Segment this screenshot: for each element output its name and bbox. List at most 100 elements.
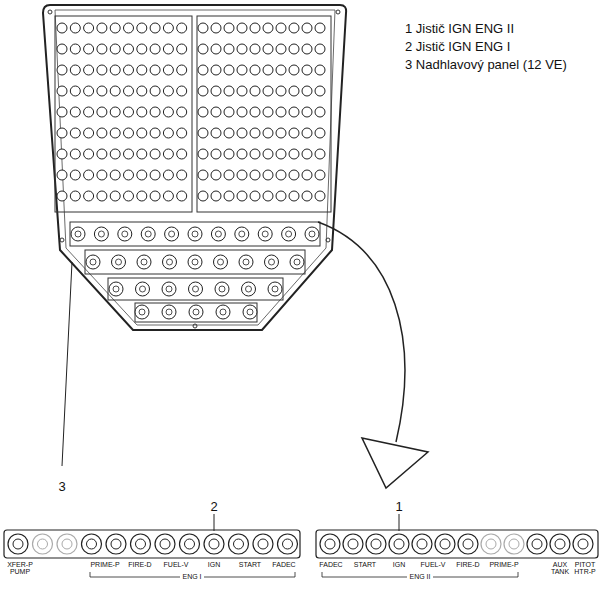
breaker-label: START [354, 561, 376, 568]
breaker-symbol [289, 23, 299, 33]
switch-knob [113, 286, 119, 292]
breaker-symbol [509, 539, 519, 549]
switch-knob [286, 231, 292, 237]
leader-line [62, 262, 72, 466]
switch-knob [211, 227, 225, 241]
breaker-symbol [258, 539, 268, 549]
breaker-symbol [211, 44, 221, 54]
switch-knob [71, 227, 85, 241]
breaker-symbol [237, 191, 247, 201]
breaker-symbol [237, 128, 247, 138]
breaker-symbol [124, 65, 134, 75]
breaker-symbol [110, 65, 120, 75]
switch-knob [246, 286, 252, 292]
breaker-symbol [198, 86, 208, 96]
breaker-symbol [320, 534, 340, 554]
breaker-symbol [302, 65, 312, 75]
breaker-symbol [315, 86, 325, 96]
breaker-symbol [97, 86, 107, 96]
switch-knob [140, 286, 146, 292]
breaker-symbol [211, 23, 221, 33]
switch-block [108, 278, 283, 300]
breaker-symbol [481, 534, 501, 554]
breaker-symbol [137, 191, 147, 201]
breaker-symbol [348, 539, 358, 549]
breaker-symbol [84, 149, 94, 159]
leader-line [214, 514, 215, 531]
breaker-label: ENG II [407, 573, 432, 580]
breaker-symbol [315, 128, 325, 138]
switch-knob [282, 227, 296, 241]
callout-number: 3 [58, 480, 65, 494]
breaker-symbol [211, 128, 221, 138]
breaker-symbol [198, 170, 208, 180]
breaker-symbol [70, 65, 80, 75]
switch-knob [163, 255, 177, 269]
breaker-symbol [177, 149, 187, 159]
breaker-symbol [276, 191, 286, 201]
breaker-symbol [177, 128, 187, 138]
breaker-symbol [84, 65, 94, 75]
switch-knob [265, 255, 279, 269]
switch-knob [162, 282, 176, 296]
breaker-symbol [57, 86, 67, 96]
breaker-symbol [389, 534, 409, 554]
breaker-symbol [289, 128, 299, 138]
screw [336, 10, 340, 14]
breaker-symbol [198, 191, 208, 201]
switch-knob [215, 282, 229, 296]
breaker-label: FIRE-D [128, 561, 151, 568]
switch-knob [243, 305, 257, 319]
breaker-symbol [458, 534, 478, 554]
breaker-symbol [150, 191, 160, 201]
breaker-label: FADEC [272, 561, 295, 568]
breaker-symbol [250, 149, 260, 159]
breaker-symbol [97, 149, 107, 159]
breaker-strip [4, 530, 300, 558]
breaker-symbol [97, 65, 107, 75]
switch-knob [145, 231, 151, 237]
breaker-symbol [137, 86, 147, 96]
breaker-symbol [124, 149, 134, 159]
breaker-symbol [150, 107, 160, 117]
breaker-symbol [315, 107, 325, 117]
breaker-symbol [224, 149, 234, 159]
switch-knob [141, 259, 147, 265]
breaker-symbol [84, 107, 94, 117]
switch-knob [188, 255, 202, 269]
breaker-symbol [124, 128, 134, 138]
breaker-symbol [84, 170, 94, 180]
switch-knob [98, 231, 104, 237]
breaker-symbol [8, 534, 28, 554]
breaker-symbol [276, 44, 286, 54]
breaker-symbol [177, 86, 187, 96]
breaker-symbol [417, 539, 427, 549]
callout-number: 2 [210, 500, 217, 514]
breaker-symbol [57, 23, 67, 33]
breaker-symbol [163, 149, 173, 159]
switch-knob [239, 231, 245, 237]
breaker-symbol [163, 170, 173, 180]
switch-knob [169, 231, 175, 237]
breaker-symbol [229, 534, 249, 554]
breaker-symbol [263, 65, 273, 75]
switch-knob [90, 259, 96, 265]
breaker-symbol [110, 107, 120, 117]
breaker-label: IGN [208, 561, 220, 568]
breaker-symbol [70, 191, 80, 201]
breaker-symbol [302, 23, 312, 33]
breaker-symbol [283, 539, 293, 549]
breaker-symbol [137, 107, 147, 117]
breaker-symbol [463, 539, 473, 549]
breaker-label: ENG I [180, 573, 203, 580]
switch-knob [269, 259, 275, 265]
breaker-symbol [70, 149, 80, 159]
breaker-symbol [276, 170, 286, 180]
breaker-symbol [237, 23, 247, 33]
breaker-symbol [185, 539, 195, 549]
switch-knob [116, 259, 122, 265]
breaker-symbol [150, 65, 160, 75]
breaker-symbol [198, 149, 208, 159]
switch-knob [112, 255, 126, 269]
breaker-label: FUEL-V [164, 561, 189, 568]
